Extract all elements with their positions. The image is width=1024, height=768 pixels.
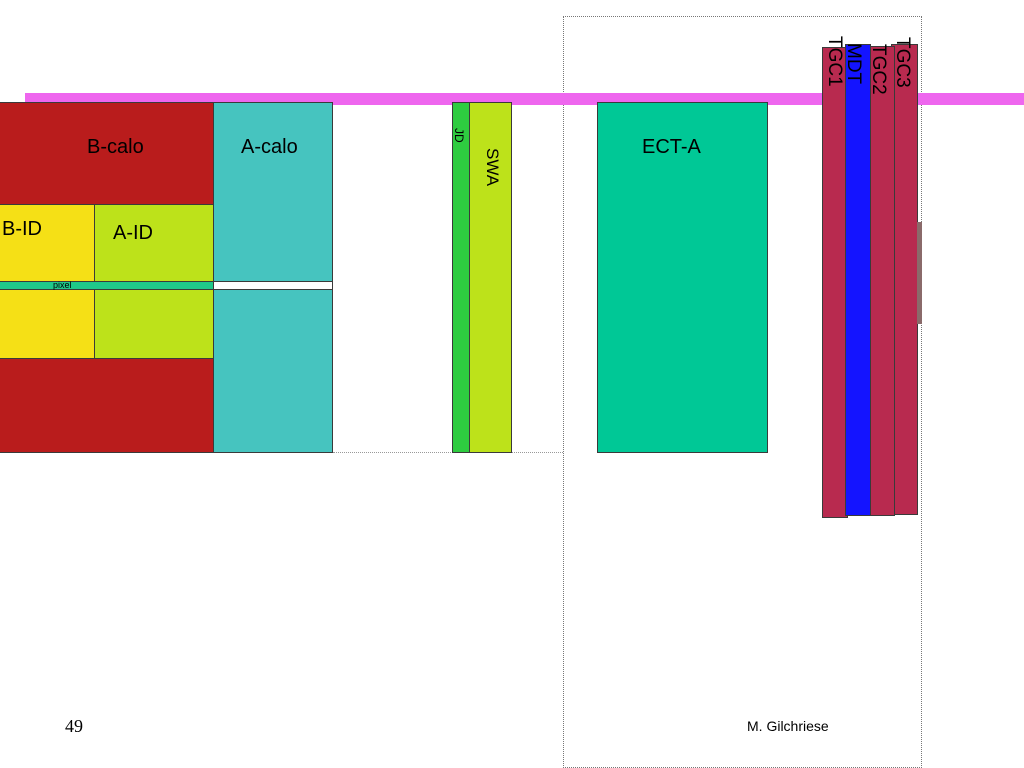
b-calo-label: B-calo [87,136,144,158]
lower-guide-line [333,452,563,453]
a-id-label: A-ID [113,222,153,244]
swa-block[interactable] [469,102,512,453]
a-calo-block[interactable] [213,102,333,453]
page-number: 49 [65,716,83,736]
mdt-label: MDT [843,43,864,85]
pixel-strip[interactable] [0,281,214,290]
a-calo-label: A-calo [241,136,298,158]
jd-block[interactable] [452,102,470,453]
tgc3-block[interactable] [891,44,918,515]
tgc2-label: TGC2 [868,44,889,95]
author-credit: M. Gilchriese [747,718,829,734]
tgc1-block[interactable] [822,47,848,518]
a-calo-gap [213,281,333,290]
ect-a-label: ECT-A [642,136,701,158]
tgc3-side-tab [917,222,922,324]
tgc2-block[interactable] [869,46,895,516]
b-id-label: B-ID [2,218,42,240]
swa-label: SWA [483,148,502,187]
ect-a-block[interactable] [597,102,768,453]
tgc3-label: TGC3 [892,37,913,88]
jd-label: JD [452,128,466,143]
mdt-block[interactable] [845,44,871,516]
pixel-label: pixel [53,280,72,290]
